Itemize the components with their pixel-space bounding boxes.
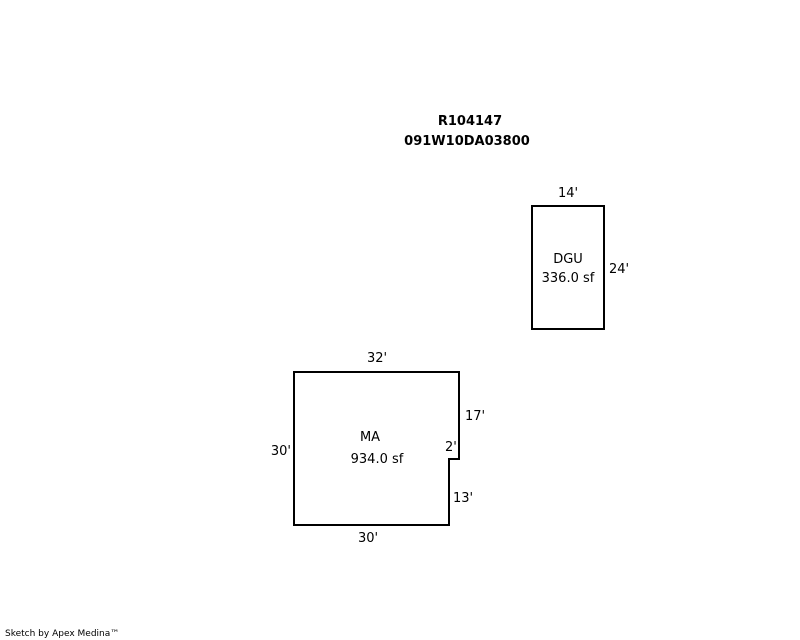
sketch-credit: Sketch by Apex Medina™: [5, 629, 119, 639]
dgu-area: 336.0 sf: [542, 271, 595, 286]
parcel-id: R104147: [438, 114, 502, 129]
ma-left-dimension: 30': [271, 444, 291, 459]
dgu-right-dimension: 24': [609, 262, 629, 277]
dgu-outline: [531, 205, 605, 330]
ma-label: MA: [360, 430, 380, 445]
ma-bottom-dimension: 30': [358, 531, 378, 546]
ma-right-lower-dimension: 13': [453, 491, 473, 506]
map-number: 091W10DA03800: [404, 134, 530, 149]
dgu-top-dimension: 14': [558, 186, 578, 201]
ma-right-upper-dimension: 17': [465, 409, 485, 424]
dgu-label: DGU: [553, 252, 583, 267]
ma-top-dimension: 32': [367, 351, 387, 366]
ma-notch-dimension: 2': [445, 440, 457, 455]
ma-outline: [293, 371, 460, 526]
ma-area: 934.0 sf: [351, 452, 404, 467]
